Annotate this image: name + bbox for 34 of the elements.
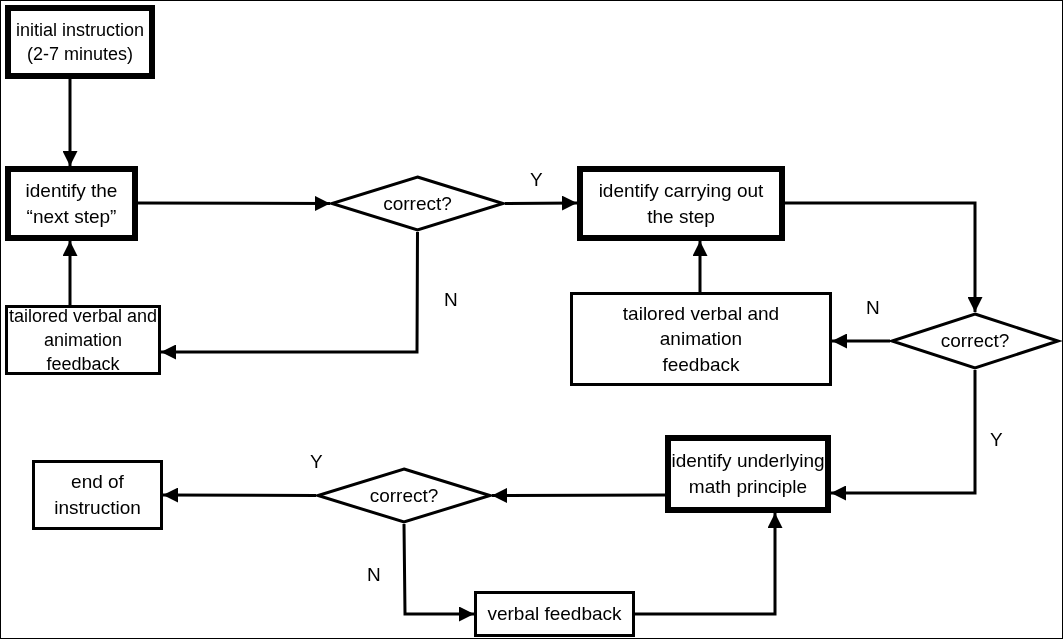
process-box	[5, 166, 138, 241]
node-text: correct?	[940, 329, 1010, 354]
process-box	[665, 435, 831, 513]
process-box	[577, 166, 785, 241]
arrow	[402, 524, 474, 622]
process-box	[5, 5, 155, 79]
node-text: initial instruction (2-7 minutes)	[14, 18, 146, 66]
feedback-box	[570, 292, 832, 386]
decision-diamond	[890, 312, 1060, 370]
arrow	[62, 241, 78, 305]
node-text: tailored verbal and animation feedback	[621, 301, 781, 377]
arrow	[62, 79, 78, 166]
node-text: verbal feedback	[487, 602, 622, 627]
feedback-box	[32, 460, 163, 530]
arrow	[505, 195, 577, 211]
arrow	[161, 232, 419, 360]
arrow	[138, 195, 330, 211]
node-text: correct?	[383, 191, 452, 216]
node-text: correct?	[369, 483, 439, 508]
decision-diamond	[330, 175, 505, 232]
arrow	[831, 370, 977, 501]
node-text: identify carrying out the step	[597, 178, 765, 229]
arrow	[692, 241, 708, 292]
node-text: identify underlying math principle	[671, 449, 825, 499]
node-text: end of instruction	[53, 470, 142, 520]
arrow	[163, 487, 316, 503]
decision-diamond	[316, 467, 492, 524]
arrow	[635, 513, 783, 616]
arrow	[785, 201, 983, 312]
feedback-box	[474, 591, 635, 637]
node-text: identify the “next step”	[24, 178, 119, 229]
node-text: tailored verbal and animation feedback	[8, 304, 158, 377]
arrow	[492, 487, 665, 503]
arrow	[832, 333, 890, 349]
